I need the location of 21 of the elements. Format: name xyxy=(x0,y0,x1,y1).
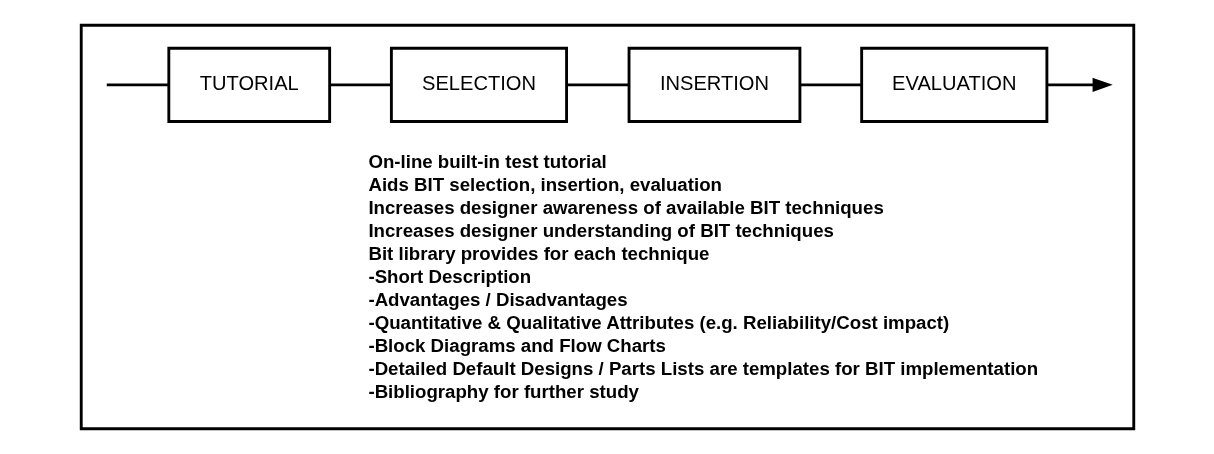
node-box: SELECTION xyxy=(389,46,568,123)
connector xyxy=(106,83,169,87)
connector xyxy=(799,83,862,87)
arrow xyxy=(1046,77,1113,92)
label: Aids BIT selection, insertion, evaluation xyxy=(367,173,722,195)
label: Bit library provides for each technique xyxy=(367,242,709,264)
label: Increases designer awareness of available BIT techniques xyxy=(367,196,884,218)
label: On-line built-in test tutorial xyxy=(367,150,607,172)
connector xyxy=(566,83,629,87)
label: -Short Description xyxy=(367,265,531,287)
node-box: EVALUATION xyxy=(859,46,1048,123)
node-box: INSERTION xyxy=(627,46,801,123)
label: -Detailed Default Designs / Parts Lists are templates for BIT implementation xyxy=(367,357,1038,379)
node-box: TUTORIAL xyxy=(166,46,331,123)
cluster xyxy=(79,23,1135,431)
label: -Advantages / Disadvantages xyxy=(367,288,628,310)
label: -Bibliography for further study xyxy=(367,380,639,402)
label: Increases designer understanding of BIT techniques xyxy=(367,219,834,241)
connector xyxy=(329,83,391,87)
label: -Quantitative & Qualitative Attributes (e.g. Reliability/Cost impact) xyxy=(367,311,949,333)
label: -Block Diagrams and Flow Charts xyxy=(367,334,666,356)
